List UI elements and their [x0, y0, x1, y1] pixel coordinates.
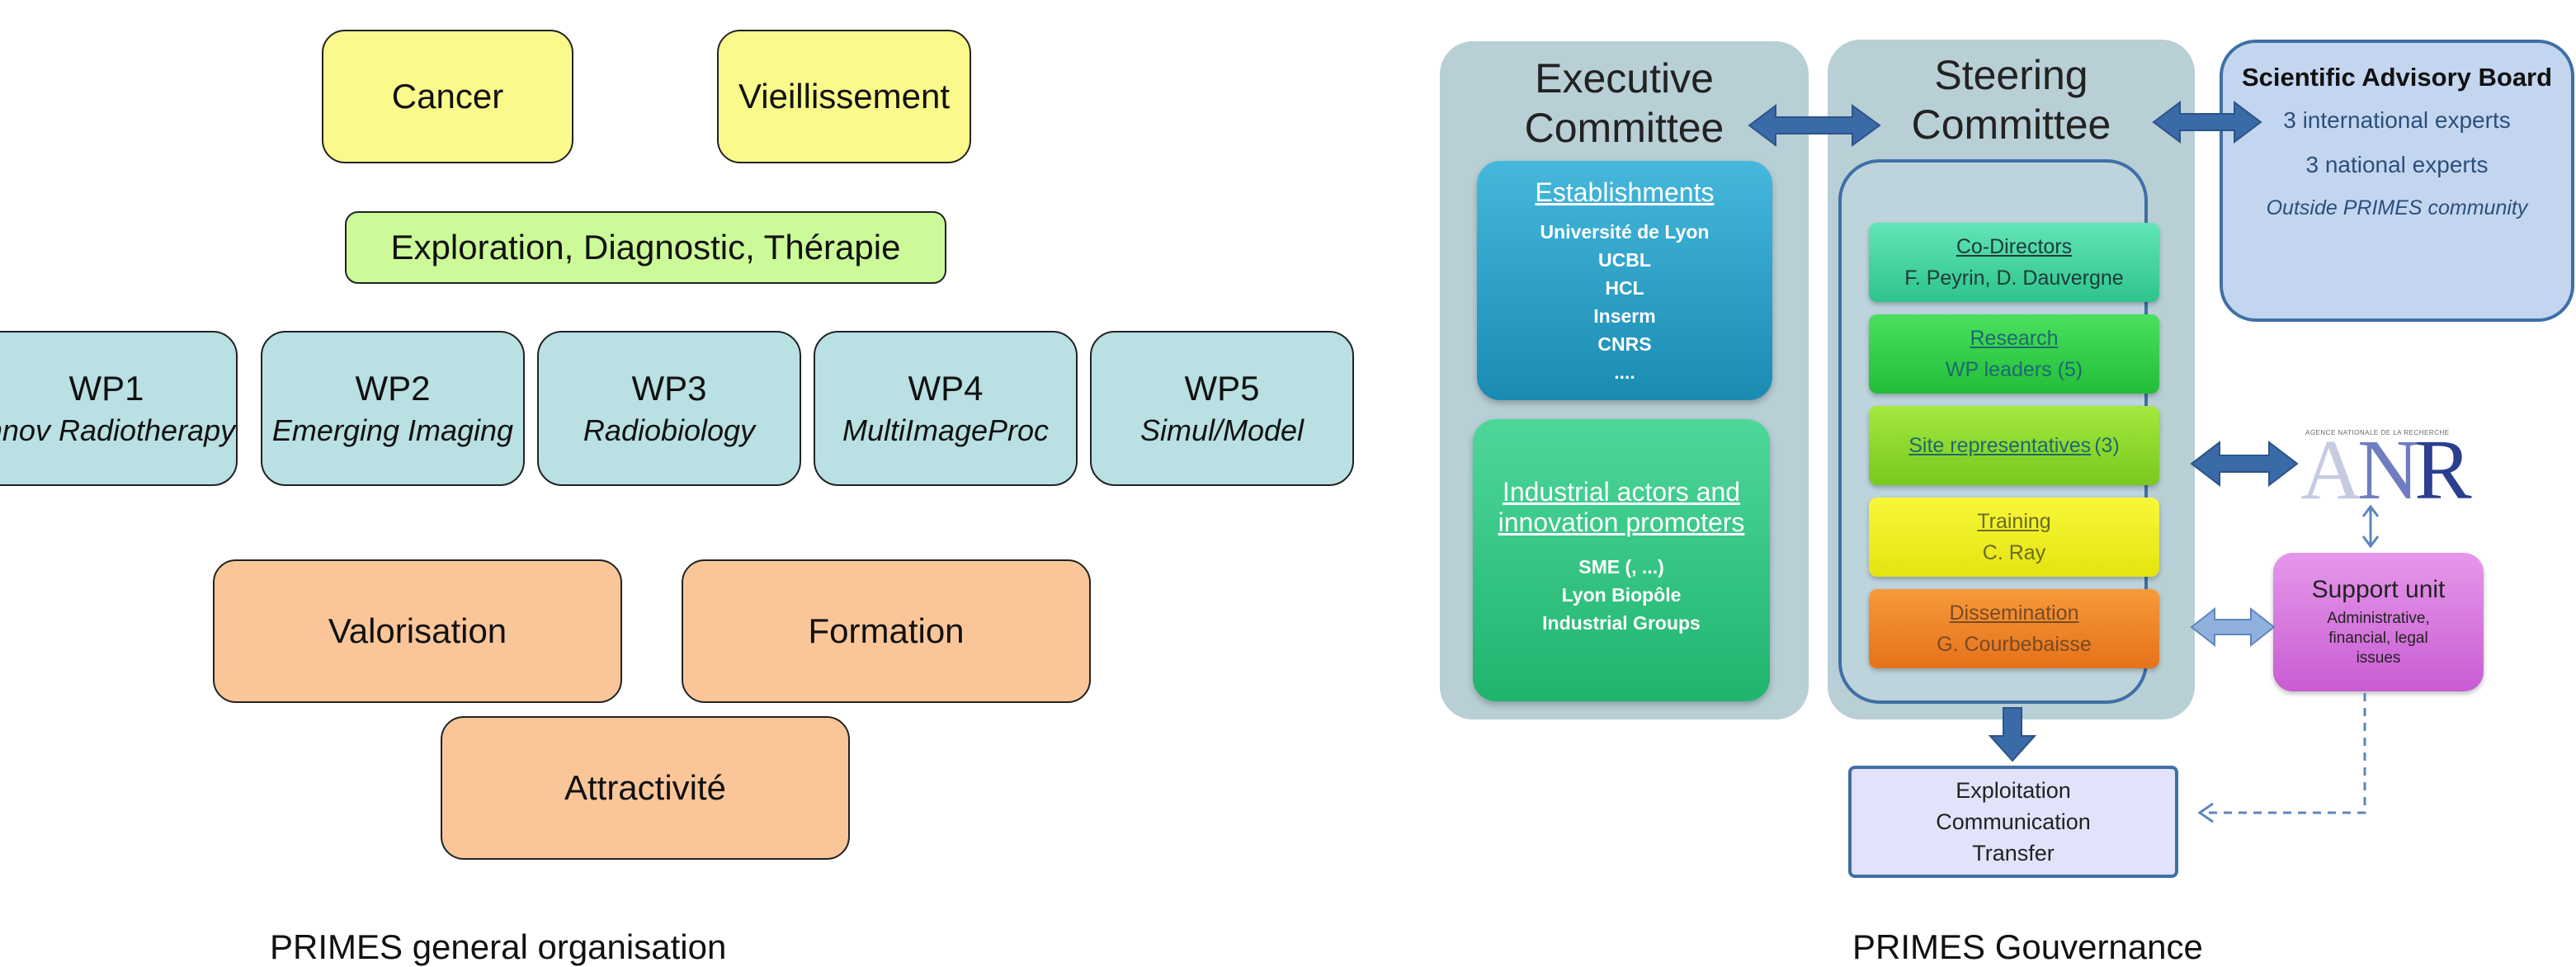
research-bar: Research WP leaders (5) — [1869, 314, 2159, 394]
industrial-item: SME (, ...) — [1578, 556, 1664, 578]
exploration-label: Exploration, Diagnostic, Thérapie — [390, 228, 901, 267]
wp5-box: WP5 Simul/Model — [1090, 331, 1354, 486]
double-arrow-icon — [1748, 104, 1881, 147]
left-caption: PRIMES general organisation — [270, 927, 727, 966]
wp-subtitle: Innov Radiotherapy — [0, 413, 236, 447]
theme-vieillissement-box: Vieillissement — [717, 30, 971, 163]
advisory-line: 3 international experts — [2283, 107, 2511, 133]
co-directors-bar: Co-Directors F. Peyrin, D. Dauvergne — [1869, 223, 2159, 302]
exploitation-line: Transfer — [1972, 841, 2055, 866]
title-line: Steering — [1934, 51, 2088, 98]
anr-letters: ANR — [2300, 422, 2472, 517]
bar-value: WP leaders (5) — [1945, 358, 2083, 381]
establishment-item: Université de Lyon — [1540, 221, 1710, 243]
establishment-item: Inserm — [1593, 305, 1656, 327]
wp-subtitle: Radiobiology — [583, 413, 756, 447]
bar-value: F. Peyrin, D. Dauvergne — [1904, 267, 2124, 290]
wp-title: WP4 — [908, 369, 984, 408]
title-line: Committee — [1524, 104, 1724, 151]
support-line: financial, legal — [2328, 630, 2428, 647]
support-line: issues — [2356, 649, 2401, 667]
bar-heading: Research — [1970, 327, 2059, 350]
wp2-box: WP2 Emerging Imaging — [261, 331, 525, 486]
bar-heading: Site representatives — [1908, 434, 2092, 457]
attractivite-box: Attractivité — [441, 716, 850, 860]
outcome-label: Attractivité — [564, 768, 727, 807]
wp4-box: WP4 MultiImageProc — [814, 331, 1078, 486]
exploitation-line: Exploitation — [1956, 778, 2071, 803]
bar-heading: Training — [1977, 510, 2051, 533]
double-arrow-icon — [2152, 101, 2262, 144]
down-arrow-icon — [1988, 707, 2037, 762]
valorisation-box: Valorisation — [213, 559, 622, 703]
bar-value: G. Courbebaisse — [1937, 633, 2092, 656]
bar-heading: Dissemination — [1949, 601, 2079, 625]
outcome-label: Formation — [808, 611, 965, 650]
establishments-card: Establishments Université de Lyon UCBL H… — [1477, 161, 1772, 400]
theme-label: Vieillissement — [738, 77, 950, 116]
double-arrow-icon — [2190, 440, 2299, 488]
advisory-line: 3 national experts — [2305, 152, 2489, 177]
establishments-heading: Establishments — [1535, 177, 1715, 207]
advisory-title: Scientific Advisory Board — [2241, 63, 2553, 92]
anr-logo: AGENCE NATIONALE DE LA RECHERCHE ANR — [2300, 419, 2486, 517]
wp-title: WP3 — [631, 369, 707, 408]
exploration-box: Exploration, Diagnostic, Thérapie — [345, 211, 946, 284]
support-unit-box: Support unit Administrative, financial, … — [2273, 553, 2484, 691]
support-title: Support unit — [2311, 576, 2446, 603]
wp-subtitle: Simul/Model — [1139, 413, 1305, 447]
dashed-arrow-icon — [2197, 693, 2366, 823]
support-line: Administrative, — [2327, 610, 2430, 627]
bar-heading: Co-Directors — [1956, 235, 2073, 258]
establishment-item: .... — [1614, 361, 1635, 383]
anr-tagline: AGENCE NATIONALE DE LA RECHERCHE — [2305, 429, 2450, 436]
formation-box: Formation — [682, 559, 1091, 703]
wp-title: WP5 — [1184, 369, 1260, 408]
steering-committee-title: Steering Committee — [1828, 48, 2195, 151]
industrial-item: Industrial Groups — [1542, 612, 1701, 634]
exploitation-line: Communication — [1936, 809, 2091, 834]
advisory-board-box: Scientific Advisory Board 3 internationa… — [2220, 40, 2574, 322]
executive-committee-title: Executive Committee — [1440, 51, 1809, 154]
wp-subtitle: MultiImageProc — [842, 413, 1050, 447]
site-representatives-bar: Site representatives (3) — [1869, 406, 2159, 485]
bar-value: (3) — [2094, 434, 2120, 457]
wp-title: WP1 — [68, 369, 144, 408]
industrial-heading-line: innovation promoters — [1498, 507, 1745, 537]
wp-title: WP2 — [355, 369, 431, 408]
training-bar: Training C. Ray — [1869, 498, 2159, 577]
title-line: Executive — [1535, 54, 1714, 101]
wp-subtitle: Emerging Imaging — [271, 413, 514, 447]
bar-value: C. Ray — [1982, 541, 2046, 564]
wp1-box: WP1 Innov Radiotherapy — [0, 331, 238, 486]
wp3-box: WP3 Radiobiology — [537, 331, 801, 486]
double-arrow-icon — [2190, 606, 2276, 648]
dissemination-bar: Dissemination G. Courbebaisse — [1869, 589, 2159, 668]
right-caption: PRIMES Gouvernance — [1852, 927, 2203, 966]
outcome-label: Valorisation — [328, 611, 507, 650]
title-line: Committee — [1911, 101, 2111, 148]
establishment-item: UCBL — [1598, 249, 1651, 271]
advisory-note: Outside PRIMES community — [2266, 196, 2528, 219]
establishment-item: HCL — [1605, 277, 1644, 299]
exploitation-box: Exploitation Communication Transfer — [1848, 766, 2178, 878]
industrial-heading-line: Industrial actors and — [1502, 477, 1741, 507]
theme-label: Cancer — [391, 77, 504, 116]
double-arrow-icon — [2361, 504, 2380, 549]
theme-cancer-box: Cancer — [322, 30, 573, 163]
industrial-item: Lyon Biopôle — [1561, 584, 1682, 606]
establishment-item: CNRS — [1597, 333, 1652, 355]
industrial-actors-card: Industrial actors and innovation promote… — [1473, 419, 1770, 701]
